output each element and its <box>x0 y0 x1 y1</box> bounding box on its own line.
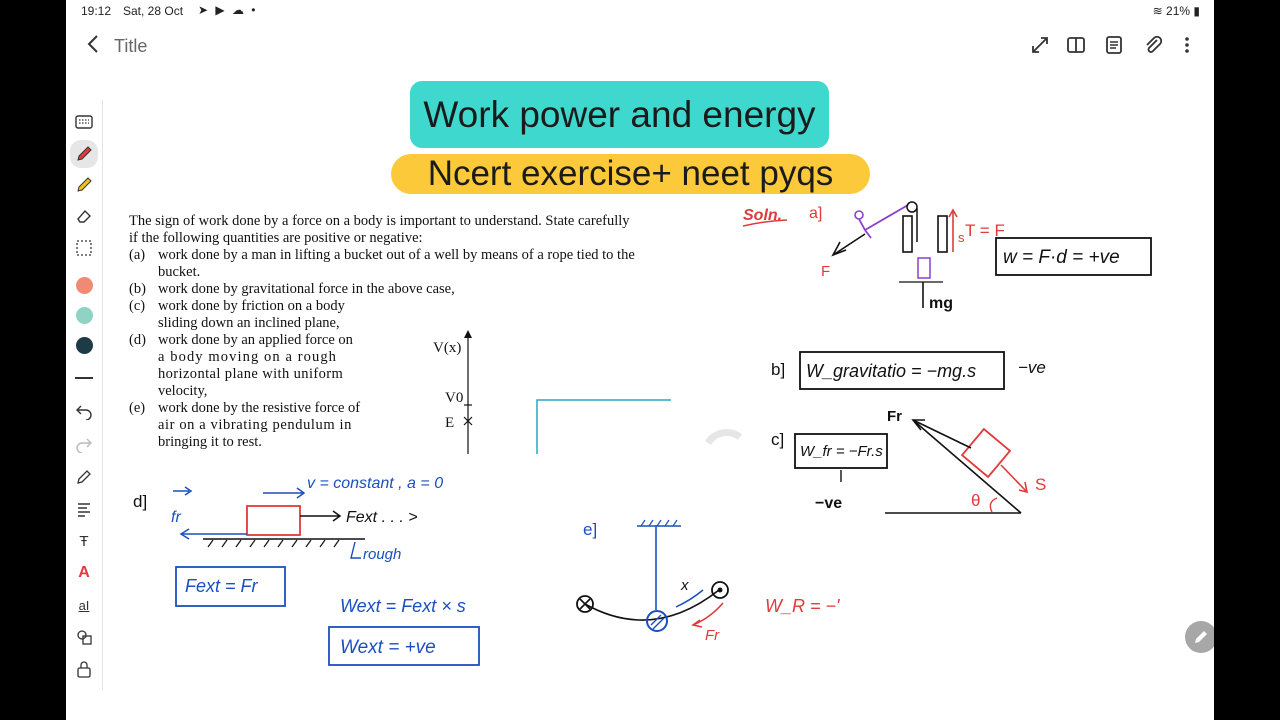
item-label-d: (d) <box>129 332 146 348</box>
rough-label: rough <box>363 546 401 563</box>
eraser-icon[interactable] <box>73 205 95 227</box>
status-date: Sat, 28 Oct <box>123 4 184 18</box>
top-toolbar: Title <box>66 22 1214 70</box>
force-balance-box: Fext = Fr <box>185 576 259 596</box>
resistive-work-formula: W_R = −' <box>765 596 840 616</box>
item-d-line-3: horizontal plane with uniform <box>158 366 344 382</box>
solution-d: d] fr v = constant , a = 0 Fext . . . > … <box>133 475 480 666</box>
external-work-formula: Wext = Fext × s <box>340 596 466 616</box>
highlighter-icon[interactable] <box>73 174 95 196</box>
status-bar: 19:12 Sat, 28 Oct ➤ ▶ ☁ • ≋ 21% ▮ <box>66 0 1214 22</box>
lock-icon[interactable] <box>73 658 95 680</box>
question-text-block: The sign of work done by a force on a bo… <box>129 210 739 460</box>
heading-main: Work power and energy <box>410 81 829 148</box>
item-d-line-1: work done by an applied force on <box>158 332 353 348</box>
page-list-icon[interactable] <box>1103 34 1125 56</box>
item-b-line-1: work done by gravitational force in the … <box>158 281 455 297</box>
solution-b: b] W_gravitatio = −mg.s −ve <box>771 351 1046 390</box>
note-title[interactable]: Title <box>114 36 148 56</box>
item-e-line-1: work done by the resistive force of <box>158 400 361 416</box>
attach-icon[interactable] <box>1142 34 1164 56</box>
text-tool-icon[interactable]: Ŧ <box>79 532 89 550</box>
figure-e-label: E <box>445 415 454 431</box>
gravity-work-formula: W_gravitatio = −mg.s <box>806 361 976 381</box>
friction-label-c: Fr <box>887 408 902 425</box>
tool-sidebar: Ŧ A aI <box>66 100 103 690</box>
color-swatch-salmon[interactable] <box>73 274 95 296</box>
applied-force-label: Fext . . . > <box>346 509 418 526</box>
part-b-sign: −ve <box>1018 358 1046 377</box>
solution-c: c] W_fr = −Fr.s −ve Fr S θ <box>771 408 1046 514</box>
item-label-a: (a) <box>129 247 146 263</box>
force-label-f: F <box>821 263 830 280</box>
undo-icon[interactable] <box>73 400 95 422</box>
heading-sub: Ncert exercise+ neet pyqs <box>391 154 870 194</box>
item-d-line-4: velocity, <box>158 383 208 399</box>
part-d-mark: d] <box>133 492 147 511</box>
weight-label-mg: mg <box>929 295 953 312</box>
solution-label: Soln. <box>743 207 782 224</box>
book-view-icon[interactable] <box>1065 34 1087 56</box>
part-a-mark: a] <box>809 205 822 222</box>
displacement-label-s: s <box>958 230 965 245</box>
displacement-label-c: S <box>1035 475 1046 494</box>
status-time: 19:12 <box>81 4 112 18</box>
lasso-select-icon[interactable] <box>73 237 95 259</box>
shape-recognition-icon[interactable]: A <box>78 564 90 581</box>
pen-tool-icon[interactable] <box>70 140 98 168</box>
friction-work-formula: W_fr = −Fr.s <box>800 443 883 460</box>
velocity-note: v = constant , a = 0 <box>307 475 443 492</box>
figure-v0-label: V0 <box>445 390 463 406</box>
item-e-line-2: air on a vibrating pendulum in <box>158 417 352 433</box>
battery-level: 21% <box>1166 4 1191 18</box>
potential-figure: V(x) V0 E <box>433 330 743 454</box>
part-c-mark: c] <box>771 430 784 449</box>
solution-a: Soln. a] F s T = F mg <box>742 201 1152 312</box>
pencil-icon <box>1195 631 1207 643</box>
item-c-line-2: sliding down an inclined plane, <box>158 315 340 331</box>
figure-v-label: V(x) <box>433 340 461 356</box>
friction-label-e: Fr <box>705 627 720 644</box>
angle-theta: θ <box>971 491 980 510</box>
pen-settings-icon[interactable] <box>73 466 95 488</box>
item-label-b: (b) <box>129 281 146 297</box>
text-format-icon[interactable]: aI <box>78 597 90 613</box>
battery-icon: ▮ <box>1193 4 1200 18</box>
fullscreen-icon[interactable] <box>1029 34 1051 56</box>
displacement-label-e: x <box>680 577 689 594</box>
question-intro-line-2: if the following quantities are positive… <box>129 230 423 246</box>
handwriting-layer: V(x) V0 E Soln. a] F <box>133 201 1152 666</box>
edit-pen-fab[interactable] <box>1185 621 1214 653</box>
more-options-icon[interactable] <box>1176 34 1198 56</box>
notes-app: 19:12 Sat, 28 Oct ➤ ▶ ☁ • ≋ 21% ▮ Title … <box>66 0 1214 720</box>
item-e-line-3: bringing it to rest. <box>158 434 262 450</box>
shapes-icon[interactable] <box>73 626 95 648</box>
item-label-c: (c) <box>129 298 146 314</box>
status-right: ≋ 21% ▮ <box>1153 4 1200 18</box>
part-c-sign: −ve <box>815 495 842 512</box>
item-label-e: (e) <box>129 400 146 416</box>
part-e-mark: e] <box>583 520 597 539</box>
text-align-icon[interactable] <box>73 498 95 520</box>
color-swatch-navy[interactable] <box>73 334 95 356</box>
note-canvas[interactable]: Work power and energy Ncert exercise+ ne… <box>103 70 1214 720</box>
color-swatch-mint[interactable] <box>73 304 95 326</box>
divider-line <box>73 367 95 389</box>
solution-e: e] x Fr W_R = −' <box>576 519 840 644</box>
item-a-line-1: work done by a man in lifting a bucket o… <box>158 247 635 263</box>
keyboard-icon[interactable] <box>73 111 95 133</box>
external-work-sign-box: Wext = +ve <box>340 637 436 658</box>
item-a-line-2: bucket. <box>158 264 201 280</box>
item-c-line-1: work done by friction on a body <box>158 298 345 314</box>
part-b-mark: b] <box>771 360 785 379</box>
friction-label-d: fr <box>171 509 181 526</box>
wifi-icon: ≋ <box>1152 4 1163 18</box>
work-formula-a: w = F·d = +ve <box>1003 247 1120 268</box>
question-intro-line-1: The sign of work done by a force on a bo… <box>129 213 630 229</box>
notification-icons: ➤ ▶ ☁ • <box>198 3 258 17</box>
item-d-line-2: a body moving on a rough <box>158 349 338 365</box>
redo-icon[interactable] <box>73 433 95 455</box>
tension-label: T = F <box>965 221 1005 240</box>
back-arrow-icon[interactable] <box>82 32 106 56</box>
